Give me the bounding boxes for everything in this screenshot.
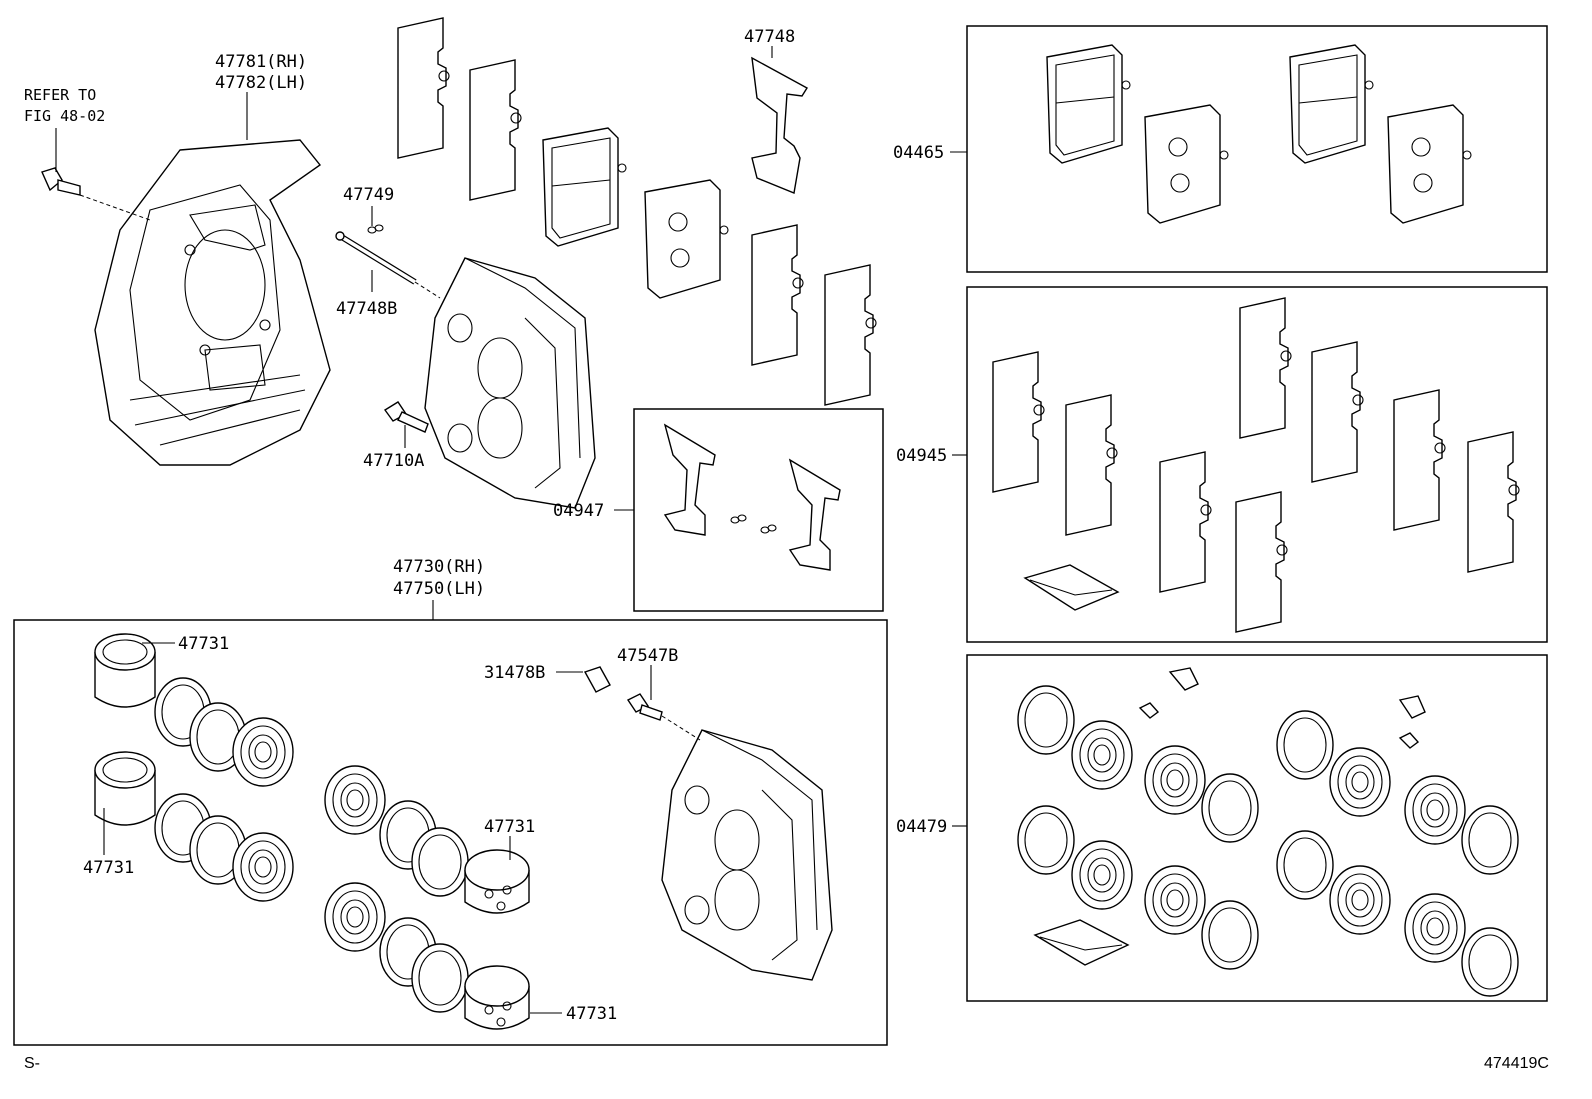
shim-4 — [824, 264, 877, 406]
caliper-assembly-contents — [94, 633, 833, 1030]
shield-lh-label: 47782(LH) — [215, 73, 307, 93]
shim-kit-contents — [992, 297, 1520, 633]
kit-pad-box — [966, 25, 1548, 273]
shield-bolt-part — [41, 167, 81, 196]
seal-kit-contents — [1017, 667, 1519, 997]
kit-shim-box — [966, 286, 1548, 643]
shim-2 — [469, 59, 522, 201]
pin-dash-line — [414, 281, 441, 299]
kit-shim-label: 04945 — [896, 446, 947, 466]
kit-seal-box — [966, 654, 1548, 1002]
kit-clip-label: 04947 — [553, 501, 604, 521]
bolt-label: 47710A — [363, 451, 424, 471]
piston-label-3: 47731 — [484, 817, 535, 837]
kit-seal-label: 04479 — [896, 817, 947, 837]
refer-label-line2: FIG 48-02 — [24, 107, 105, 125]
bolt-dash-line — [79, 194, 151, 221]
spring-clip-part — [751, 56, 808, 194]
pad-1 — [542, 127, 627, 247]
footer-left-text: S- — [24, 1055, 40, 1072]
pad-2 — [644, 179, 729, 299]
footer-right-code: 474419C — [1484, 1055, 1549, 1072]
shim-1 — [397, 17, 450, 159]
bleeder-label: 47547B — [617, 646, 678, 666]
clip-kit-pins — [730, 514, 777, 534]
dust-shield-part — [94, 139, 331, 466]
pin-part — [335, 231, 417, 285]
caliper-lh-label: 47750(LH) — [393, 579, 485, 599]
clip-kit-left — [664, 424, 716, 536]
shield-rh-label: 47781(RH) — [215, 52, 307, 72]
caliper-rh-label: 47730(RH) — [393, 557, 485, 577]
spring-clip-label: 47748 — [744, 27, 795, 47]
kit-pad-label: 04465 — [893, 143, 944, 163]
caliper-bolt-part — [383, 401, 429, 433]
piston-label-2: 47731 — [83, 858, 134, 878]
upper-caliper-part — [424, 257, 596, 509]
pin-label: 47749 — [343, 185, 394, 205]
piston-label-4: 47731 — [566, 1004, 617, 1024]
clip-kit-right — [789, 459, 841, 571]
pin-clip-part — [367, 224, 384, 234]
refer-label-line1: REFER TO — [24, 86, 96, 104]
caliper-assembly-box — [13, 619, 888, 1046]
piston-label-1: 47731 — [178, 634, 229, 654]
pad-kit-contents — [1046, 44, 1472, 224]
shim-3 — [751, 224, 804, 366]
pin-b-label: 47748B — [336, 299, 397, 319]
cap-label: 31478B — [484, 663, 545, 683]
